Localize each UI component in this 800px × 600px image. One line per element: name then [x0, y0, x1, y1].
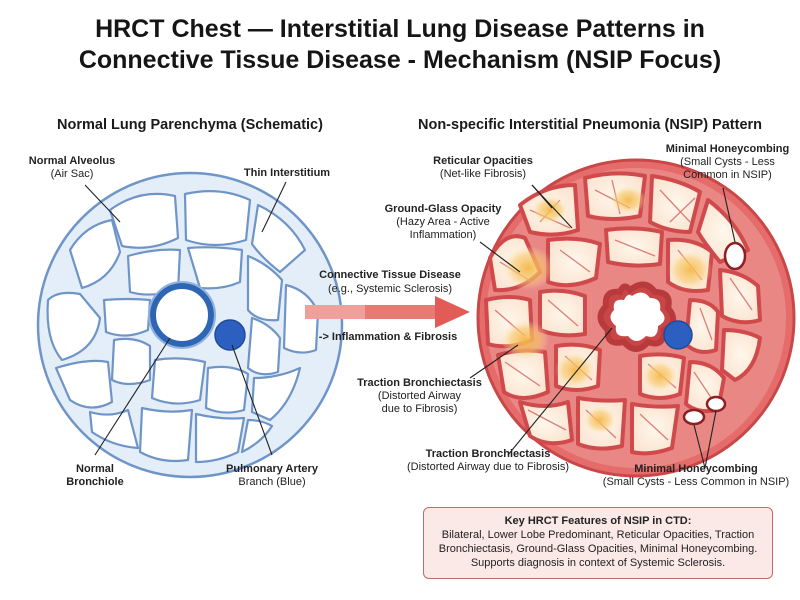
nsip-lung-section [469, 158, 796, 478]
label-normal-alveolus: Normal Alveolus (Air Sac) [28, 155, 116, 180]
label-traction-bronchiectasis-left: Traction Bronchiectasis (Distorted Airwa… [357, 377, 482, 415]
nsip-pulmonary-artery [663, 320, 693, 350]
key-features-line-2: Bronchiectasis, Ground-Glass Opacities, … [438, 543, 758, 555]
key-features-line-1: Bilateral, Lower Lobe Predominant, Retic… [441, 529, 755, 541]
label-reticular-opacities: Reticular Opacities (Net-like Fibrosis) [433, 155, 533, 180]
honeycombing-cysts [682, 241, 747, 426]
label-traction-bronchiectasis-bottom: Traction Bronchiectasis (Distorted Airwa… [407, 448, 569, 473]
label-minimal-honeycombing-top: Minimal Honeycombing (Small Cysts - Less… [665, 143, 790, 181]
label-minimal-honeycombing-bottom: Minimal Honeycombing (Small Cysts - Less… [602, 463, 790, 488]
label-thin-interstitium: Thin Interstitium [243, 167, 331, 179]
nsip-panel-heading: Non-specific Interstitial Pneumonia (NSI… [417, 117, 763, 133]
label-normal-bronchiole: Normal Bronchiole [66, 463, 124, 488]
pulmonary-artery-branch [214, 319, 246, 351]
normal-panel-heading: Normal Lung Parenchyma (Schematic) [57, 117, 323, 133]
ground-glass-opacities [501, 186, 712, 434]
nsip-pointer-lines [469, 184, 736, 469]
label-pulmonary-artery: Pulmonary Artery Branch (Blue) [226, 463, 318, 488]
key-features-title: Key HRCT Features of NSIP in CTD: [504, 515, 692, 527]
normal-bronchiole [148, 281, 216, 349]
diagram-title: HRCT Chest — Interstitial Lung Disease P… [0, 14, 800, 76]
title-line-1: HRCT Chest — Interstitial Lung Disease P… [95, 15, 705, 43]
key-features-line-3: Supports diagnosis in context of Systemi… [470, 557, 726, 569]
key-features-box: Key HRCT Features of NSIP in CTD: Bilate… [423, 507, 773, 579]
normal-pointer-lines [84, 181, 287, 456]
traction-bronchiectasis-airway [597, 281, 677, 352]
mechanism-effect: -> Inflammation & Fibrosis [318, 331, 458, 343]
normal-alveoli [46, 190, 320, 464]
normal-lung-section [36, 171, 344, 479]
title-line-2: Connective Tissue Disease - Mechanism (N… [78, 46, 722, 74]
mechanism-cause: Connective Tissue Disease (e.g., Systemi… [319, 269, 461, 295]
mechanism-arrow [305, 296, 470, 328]
label-ground-glass-opacity: Ground-Glass Opacity (Hazy Area - Active… [384, 203, 502, 241]
